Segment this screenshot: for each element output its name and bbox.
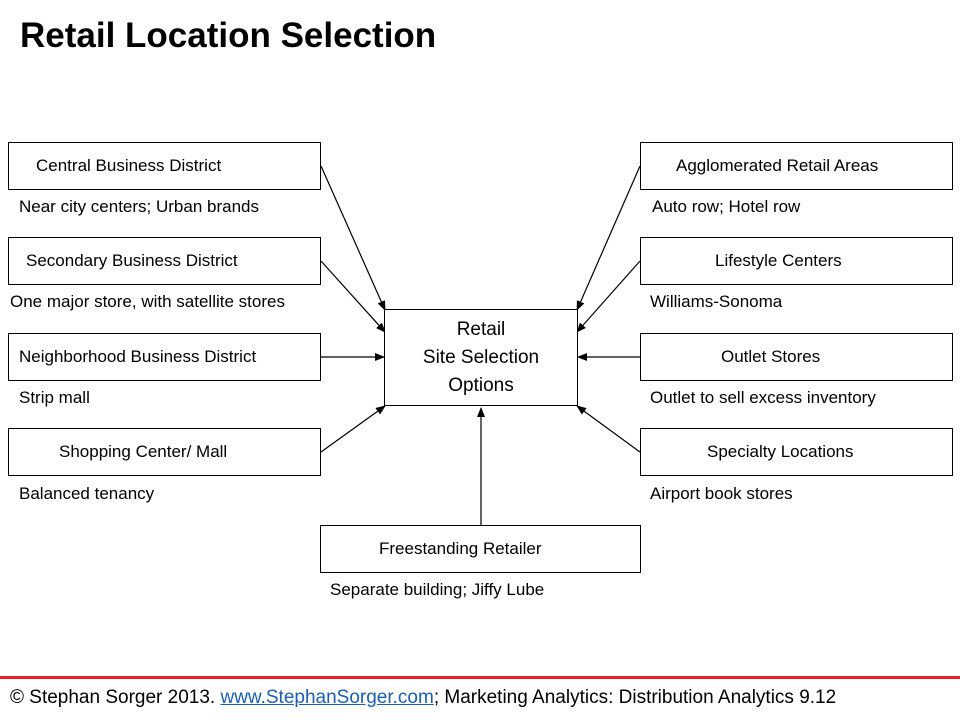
box-agglomerated-retail-areas: Agglomerated Retail Areas bbox=[640, 142, 953, 190]
desc-outlet-stores: Outlet to sell excess inventory bbox=[650, 388, 876, 407]
box-secondary-business-district: Secondary Business District bbox=[8, 237, 321, 285]
box-specialty-locations: Specialty Locations bbox=[640, 428, 953, 476]
center-line-2: Site Selection bbox=[422, 346, 540, 368]
desc-central-business-district: Near city centers; Urban brands bbox=[19, 197, 259, 216]
center-box-retail-site-selection: Retail Site Selection Options bbox=[384, 309, 578, 406]
arrow-central-business-district bbox=[320, 165, 386, 311]
box-neighborhood-business-district: Neighborhood Business District bbox=[8, 333, 321, 381]
footer-rule bbox=[0, 676, 960, 679]
desc-agglomerated-retail-areas: Auto row; Hotel row bbox=[652, 197, 801, 216]
box-outlet-stores: Outlet Stores bbox=[640, 333, 953, 381]
arrow-agglomerated-retail-areas bbox=[576, 165, 641, 311]
page-title: Retail Location Selection bbox=[20, 16, 437, 55]
center-line-1: Retail bbox=[456, 318, 506, 340]
box-lifestyle-centers: Lifestyle Centers bbox=[640, 237, 953, 285]
footer-copyright: © Stephan Sorger 2013. bbox=[10, 687, 221, 708]
desc-shopping-center-mall: Balanced tenancy bbox=[19, 484, 155, 503]
footer: © Stephan Sorger 2013. www.StephanSorger… bbox=[10, 686, 836, 710]
box-label: Freestanding Retailer bbox=[379, 539, 542, 558]
desc-neighborhood-business-district: Strip mall bbox=[19, 388, 90, 407]
box-shopping-center-mall: Shopping Center/ Mall bbox=[8, 428, 321, 476]
box-label: Central Business District bbox=[36, 156, 222, 175]
box-label: Neighborhood Business District bbox=[19, 347, 257, 366]
arrow-lifestyle-centers bbox=[576, 260, 641, 333]
box-label: Specialty Locations bbox=[707, 442, 854, 461]
box-label: Shopping Center/ Mall bbox=[59, 442, 228, 461]
desc-lifestyle-centers: Williams-Sonoma bbox=[650, 292, 783, 311]
box-central-business-district: Central Business District bbox=[8, 142, 321, 190]
box-label: Secondary Business District bbox=[26, 251, 238, 270]
box-freestanding-retailer: Freestanding Retailer bbox=[320, 525, 641, 573]
desc-freestanding-retailer: Separate building; Jiffy Lube bbox=[330, 580, 545, 599]
box-label: Agglomerated Retail Areas bbox=[676, 156, 879, 175]
footer-website-link[interactable]: www.StephanSorger.com bbox=[220, 687, 434, 708]
desc-specialty-locations: Airport book stores bbox=[650, 484, 793, 503]
arrow-specialty-locations bbox=[576, 405, 641, 453]
center-line-3: Options bbox=[448, 374, 514, 396]
box-label: Lifestyle Centers bbox=[715, 251, 842, 270]
box-label: Outlet Stores bbox=[721, 347, 821, 366]
arrow-shopping-center bbox=[320, 405, 386, 453]
desc-secondary-business-district: One major store, with satellite stores bbox=[10, 292, 285, 311]
footer-course-info: ; Marketing Analytics: Distribution Anal… bbox=[433, 687, 837, 708]
arrow-secondary-business-district bbox=[320, 260, 386, 333]
